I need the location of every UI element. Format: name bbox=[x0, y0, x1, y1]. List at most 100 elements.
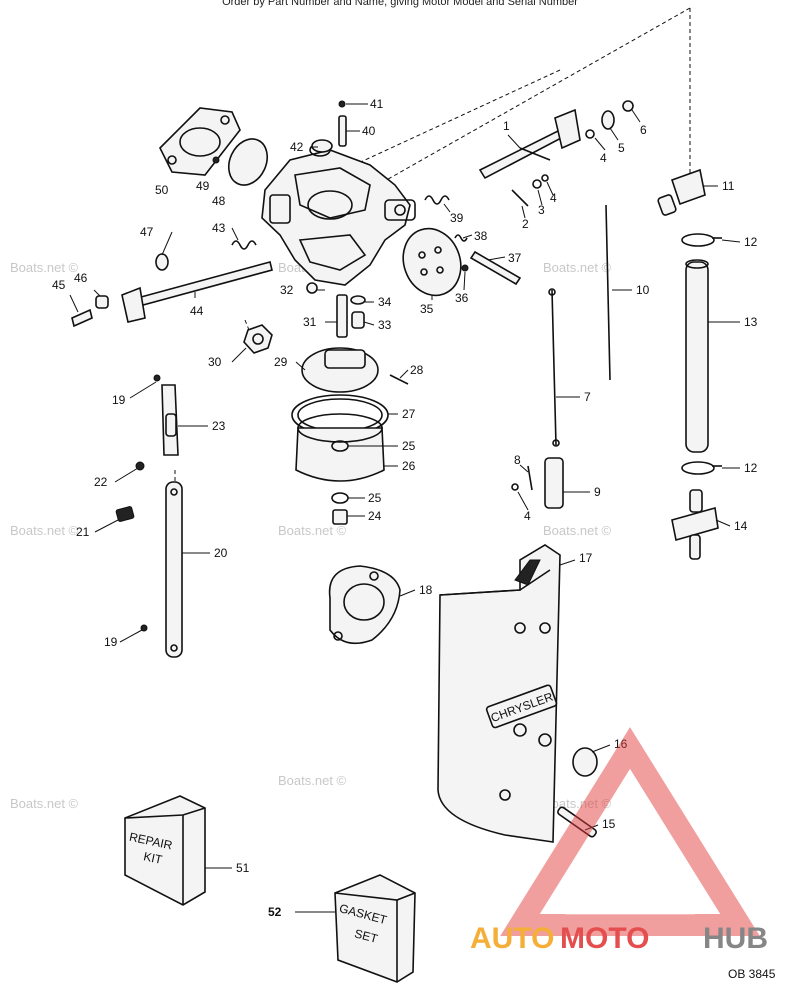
part-29-float bbox=[301, 347, 379, 393]
callout-12: 12 bbox=[744, 461, 758, 475]
watermark: Boats.net © bbox=[10, 260, 79, 275]
part-3-washer bbox=[532, 179, 542, 189]
callout-1: 1 bbox=[503, 119, 510, 133]
callout-33: 33 bbox=[378, 318, 392, 332]
part-16-plug bbox=[572, 747, 598, 777]
part-17-carburetor-cover: CHRYSLER bbox=[437, 544, 561, 843]
callout-34: 34 bbox=[378, 295, 392, 309]
callout-12: 12 bbox=[744, 235, 758, 249]
callout-labels: 41 40 42 1 4 5 6 2 3 4 39 38 37 35 36 11… bbox=[52, 97, 758, 919]
callout-28: 28 bbox=[410, 363, 424, 377]
part-2-screw bbox=[511, 189, 529, 207]
part-43-spring bbox=[231, 240, 257, 250]
part-39-spring bbox=[424, 195, 450, 205]
callout-51: 51 bbox=[236, 861, 250, 875]
callout-6: 6 bbox=[640, 123, 647, 137]
part-45-screw bbox=[71, 308, 93, 328]
part-51-repair-kit: REPAIR KIT bbox=[124, 795, 206, 906]
part-23-link-bracket bbox=[161, 384, 179, 456]
part-35-choke-plate bbox=[402, 227, 462, 297]
part-31-inlet-needle bbox=[336, 294, 348, 338]
callout-11: 11 bbox=[722, 179, 735, 193]
watermark: Boats.net © bbox=[10, 796, 79, 811]
callout-23: 23 bbox=[212, 419, 226, 433]
part-52-gasket-set: GASKET SET bbox=[334, 874, 416, 983]
callout-41: 41 bbox=[370, 97, 384, 111]
part-7-link-rod bbox=[548, 288, 560, 447]
callout-19: 19 bbox=[104, 635, 118, 649]
leader-lines bbox=[69, 103, 741, 913]
part-42-plug bbox=[311, 139, 333, 153]
part-47-nut bbox=[155, 253, 169, 271]
callout-45: 45 bbox=[52, 278, 66, 292]
part-4-washer bbox=[541, 174, 549, 182]
callout-36: 36 bbox=[455, 291, 469, 305]
carburetor-body bbox=[261, 143, 416, 286]
callout-50: 50 bbox=[155, 183, 169, 197]
part-41-washer bbox=[338, 100, 346, 108]
part-38-spring bbox=[454, 234, 468, 242]
part-14-tee-fitting bbox=[671, 489, 719, 560]
part-19-clip bbox=[140, 624, 148, 632]
callout-2: 2 bbox=[522, 217, 529, 231]
part-11-elbow-fitting bbox=[657, 168, 706, 216]
watermark: Boats.net © bbox=[278, 773, 347, 788]
callout-22: 22 bbox=[94, 475, 108, 489]
callout-10: 10 bbox=[636, 283, 650, 297]
part-49-screw bbox=[212, 156, 220, 164]
logo-text-hub: HUB bbox=[703, 922, 768, 955]
part-12-hose-clamp bbox=[681, 461, 722, 475]
part-6-screw bbox=[622, 100, 634, 112]
part-32-screw bbox=[306, 282, 318, 294]
callout-29: 29 bbox=[274, 355, 288, 369]
callout-44: 44 bbox=[190, 304, 204, 318]
callout-14: 14 bbox=[734, 519, 748, 533]
part-33-seat bbox=[351, 311, 365, 329]
part-50-flange-gasket bbox=[159, 107, 241, 176]
logo-text-moto: MOTO bbox=[560, 922, 649, 955]
callout-30: 30 bbox=[208, 355, 222, 369]
callout-19: 19 bbox=[112, 393, 126, 407]
part-40-screw bbox=[338, 115, 347, 147]
callout-24: 24 bbox=[368, 509, 382, 523]
callout-42: 42 bbox=[290, 140, 304, 154]
part-9-connector bbox=[544, 457, 564, 509]
callout-7: 7 bbox=[584, 390, 591, 404]
part-24-plug bbox=[332, 509, 348, 525]
part-34-washer bbox=[350, 295, 366, 305]
callout-17: 17 bbox=[579, 551, 593, 565]
callout-5: 5 bbox=[618, 141, 625, 155]
callout-25: 25 bbox=[402, 439, 416, 453]
part-4-clip bbox=[511, 483, 519, 491]
callout-39: 39 bbox=[450, 211, 464, 225]
callout-9: 9 bbox=[594, 485, 601, 499]
part-30-nut bbox=[243, 324, 273, 354]
callout-13: 13 bbox=[744, 315, 758, 329]
watermarks: Boats.net © Boats.net © Boats.net © Boat… bbox=[10, 260, 612, 811]
part-10-rod bbox=[605, 204, 611, 381]
callout-43: 43 bbox=[212, 221, 226, 235]
callout-20: 20 bbox=[214, 546, 228, 560]
callout-15: 15 bbox=[602, 817, 616, 831]
callout-40: 40 bbox=[362, 124, 376, 138]
callout-25: 25 bbox=[368, 491, 382, 505]
callout-49: 49 bbox=[196, 179, 210, 193]
watermark: Boats.net © bbox=[278, 523, 347, 538]
logo-text-auto: AUTO bbox=[470, 922, 554, 955]
part-18-gasket bbox=[328, 565, 401, 645]
watermark: Boats.net © bbox=[543, 260, 612, 275]
figure-code: OB 3845 bbox=[728, 967, 776, 981]
callout-46: 46 bbox=[74, 271, 88, 285]
callout-21: 21 bbox=[76, 525, 90, 539]
part-1-throttle-shaft bbox=[478, 108, 581, 180]
part-12-hose-clamp bbox=[681, 233, 722, 247]
part-36-screw bbox=[461, 264, 469, 272]
callout-8: 8 bbox=[514, 453, 521, 467]
callout-18: 18 bbox=[419, 583, 433, 597]
callout-4: 4 bbox=[524, 509, 531, 523]
callout-48: 48 bbox=[212, 194, 226, 208]
part-8-pin bbox=[527, 465, 533, 491]
part-37-needle bbox=[469, 250, 522, 286]
part-19-clip bbox=[153, 374, 161, 382]
watermark: Boats.net © bbox=[10, 523, 79, 538]
